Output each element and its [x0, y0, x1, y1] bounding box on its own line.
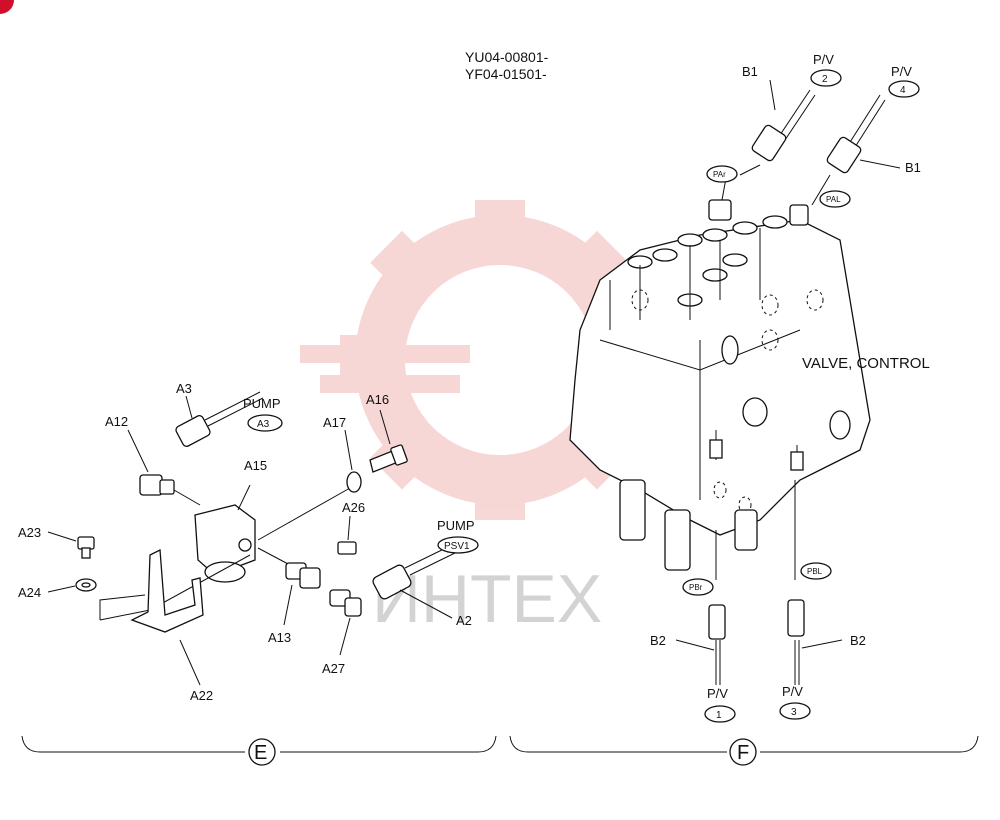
part-a26-fitting: [337, 515, 357, 555]
b2-left-label: B2: [650, 633, 666, 648]
part-a22-label: A22: [190, 688, 213, 703]
part-a17-label: A17: [323, 415, 346, 430]
port-pbl-text: PBL: [807, 567, 823, 576]
part-a13-label: A13: [268, 630, 291, 645]
part-a17-washer: [344, 429, 362, 493]
part-a16-bolt: [369, 409, 408, 473]
port-par-badge: [706, 165, 738, 183]
pv2-badge: [810, 69, 842, 87]
part-a22-bracket: [99, 548, 204, 686]
pv2-badge-text: 2: [822, 74, 828, 85]
part-a24-washer: [47, 578, 97, 593]
pv1-badge: [704, 705, 736, 723]
b1-right-label: B1: [905, 160, 921, 175]
watermark-text: ИНТЕХ: [372, 561, 602, 637]
pump-a3-badge-text: A3: [257, 419, 270, 430]
pump-a3-badge: [247, 414, 283, 432]
b2-right-label: B2: [850, 633, 866, 648]
pump-psv1-badge: [437, 536, 479, 554]
group-e-brace: [21, 735, 497, 766]
pump-psv1-badge-text: PSV1: [444, 541, 470, 552]
pv4-label: P/V: [891, 64, 912, 79]
port-par-text: PAr: [713, 170, 726, 179]
serial-number-1: YU04-00801-: [465, 49, 549, 65]
pv3-badge-text: 3: [791, 707, 797, 718]
part-a27-label: A27: [322, 661, 345, 676]
pv3-badge: [779, 702, 811, 720]
part-a26-label: A26: [342, 500, 365, 515]
control-valve-drawing: [569, 199, 871, 571]
hose-a2: [372, 544, 458, 619]
port-pbr-badge: [682, 578, 714, 596]
part-a24-label: A24: [18, 585, 41, 600]
hose-b2-right: [787, 480, 805, 685]
hose-a3: [175, 391, 264, 447]
pv2-label: P/V: [813, 52, 834, 67]
part-a13-elbow: [283, 562, 321, 626]
pump-a3-label: PUMP: [243, 396, 281, 411]
port-pal-badge: [819, 190, 851, 208]
part-a3-label: A3: [176, 381, 192, 396]
corner-marker: [0, 0, 14, 14]
pump-psv1-label: PUMP: [437, 518, 475, 533]
port-pal-text: PAL: [826, 195, 841, 204]
part-a23-bolt: [47, 531, 95, 559]
part-a12-elbow: [127, 429, 201, 506]
part-a15-label: A15: [244, 458, 267, 473]
part-a12-label: A12: [105, 414, 128, 429]
port-pbr-text: PBr: [689, 583, 703, 592]
part-a16-label: A16: [366, 392, 389, 407]
group-e-letter: E: [254, 742, 267, 764]
hose-b2-left: [708, 530, 726, 685]
hose-b1-right: [826, 94, 886, 174]
part-a15-filter: [194, 484, 256, 583]
pv1-label: P/V: [707, 686, 728, 701]
group-f-letter: F: [737, 742, 749, 764]
group-f-brace: [509, 735, 979, 766]
pv4-badge-text: 4: [900, 85, 906, 96]
pv1-badge-text: 1: [716, 710, 722, 721]
pv4-badge: [888, 80, 920, 98]
b1-top-label: B1: [742, 64, 758, 79]
port-pbl-badge: [800, 562, 832, 580]
serial-number-2: YF04-01501-: [465, 66, 547, 82]
valve-control-label: VALVE, CONTROL: [802, 355, 930, 372]
pv3-label: P/V: [782, 684, 803, 699]
part-a23-label: A23: [18, 525, 41, 540]
hose-b1-left: [751, 89, 816, 162]
part-a27-elbow: [329, 589, 362, 656]
part-a2-label: A2: [456, 613, 472, 628]
